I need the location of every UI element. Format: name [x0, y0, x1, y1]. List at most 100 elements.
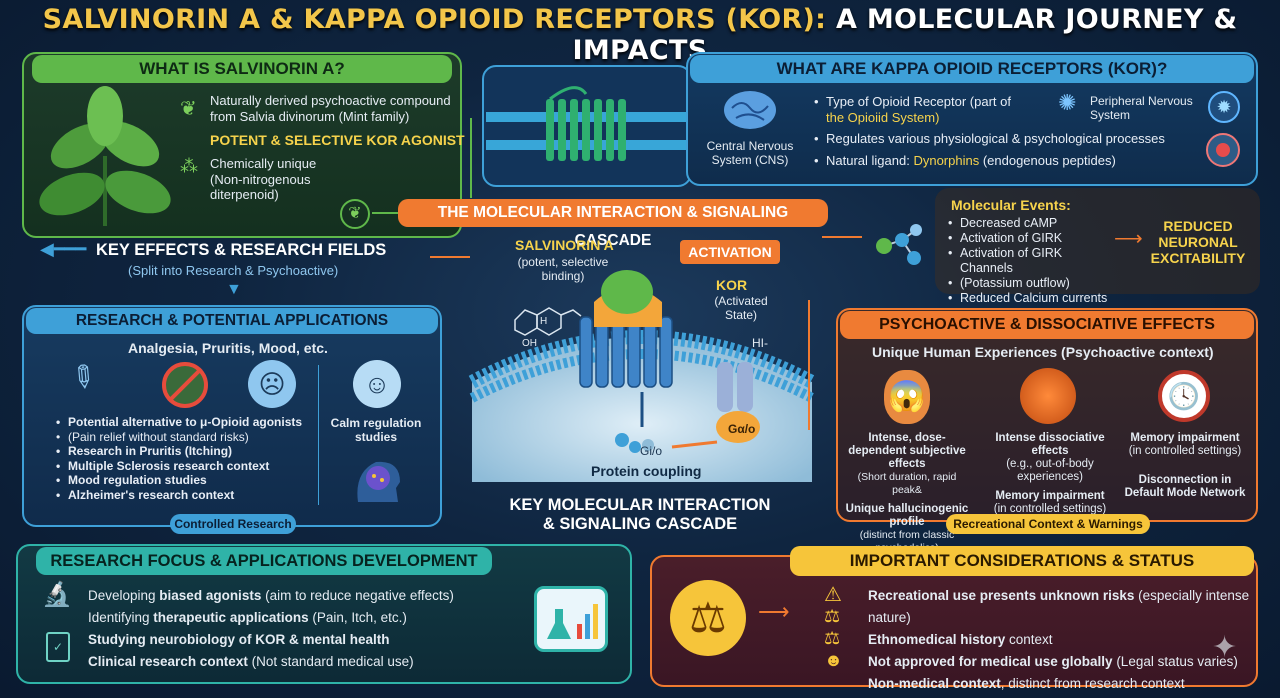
- psychoactive-sub: Unique Human Experiences (Psychoactive c…: [872, 344, 1214, 360]
- connector-orange-1: [822, 236, 862, 238]
- psycho-c1-line1: Intense, dose-dependent subjective effec…: [848, 432, 966, 470]
- research-header: RESEARCH & POTENTIAL APPLICATIONS: [26, 308, 438, 334]
- research-item-5: Alzheimer's research context: [56, 488, 316, 503]
- microscope-icon: 🔬: [42, 581, 72, 608]
- chem-line-3: diterpenoid): [210, 187, 279, 202]
- consider-row-1: Recreational use presents unknown risks …: [868, 588, 1250, 625]
- chemical-description: Chemically unique (Non-nitrogenous diter…: [210, 156, 410, 203]
- connector-line: [372, 212, 398, 214]
- cascade-leaf-icon: ❦: [340, 199, 370, 229]
- cns-label: Central Nervous System (CNS): [706, 139, 794, 167]
- focus-row-3: Studying neurobiology of KOR & mental he…: [88, 632, 390, 647]
- psycho-col2: Intense dissociative effects (e.g., out-…: [986, 432, 1114, 516]
- key-effects-arrow-left: ◀━━━: [40, 239, 87, 259]
- membrane-illustration: [468, 270, 816, 482]
- ion-label: HI-: [752, 336, 768, 350]
- checklist-icon: ✓: [46, 632, 70, 662]
- recreational-warnings-tag: Recreational Context & Warnings: [946, 514, 1150, 534]
- salvinorin-origin: Naturally derived psychoactive compound …: [210, 93, 460, 124]
- event-2: Activation of GIRK: [948, 231, 1118, 246]
- cascade-bottom-label: KEY MOLECULAR INTERACTION & SIGNALING CA…: [500, 496, 780, 534]
- brain-icon: [724, 91, 776, 129]
- psycho-col3: Memory impairment (in controlled setting…: [1122, 432, 1248, 500]
- psychoactive-header: PSYCHOACTIVE & DISSOCIATIVE EFFECTS: [840, 311, 1254, 339]
- pns-label: Peripheral Nervous System: [1090, 94, 1193, 122]
- protein-coupling-label: Protein coupling: [591, 463, 702, 479]
- reduced-excitability-label: REDUCED NEURONAL EXCITABILITY: [1150, 218, 1246, 266]
- neuron-icon: ✺: [1058, 90, 1077, 115]
- calm-face-icon: ☺: [353, 360, 401, 408]
- people-icon: ☻: [824, 650, 843, 670]
- research-sub: Analgesia, Pruritis, Mood, etc.: [128, 340, 328, 356]
- research-item-2: Research in Pruritis (Itching): [56, 444, 316, 459]
- psycho-c2-line2: (e.g., out-of-body experiences): [1006, 458, 1094, 483]
- no-itch-icon: [162, 362, 208, 408]
- psycho-c3-line1: Memory impairment: [1130, 432, 1240, 444]
- origin-line-1: Naturally derived psychoactive compound: [210, 93, 451, 108]
- cell-icon: [1206, 133, 1240, 167]
- page-title: SALVINORIN A & KAPPA OPIOID RECEPTORS (K…: [0, 4, 1280, 66]
- research-item-1b: (Pain relief without standard risks): [56, 430, 316, 445]
- title-highlight: SALVINORIN A & KAPPA OPIOID RECEPTORS (K…: [42, 4, 827, 35]
- kor-fact-2: Regulates various physiological & psycho…: [814, 131, 1234, 147]
- calm-label: Calm regulation studies: [330, 416, 422, 444]
- cascade-bottom-line-2: & SIGNALING CASCADE: [542, 515, 738, 533]
- connector-orange-3: [430, 256, 470, 258]
- lab-chart-icon: [534, 586, 608, 652]
- molecule-icon: ⁂: [180, 156, 198, 176]
- galpha-label: Gα/o: [728, 422, 756, 436]
- psycho-c1-line3: Unique hallucinogenic profile: [845, 503, 969, 528]
- event-3: Activation of GIRK Channels: [948, 246, 1118, 276]
- structure-oh-label: OH: [522, 338, 537, 349]
- cascade-header: THE MOLECULAR INTERACTION & SIGNALING CA…: [398, 199, 828, 249]
- molecule-cluster-icon: [876, 224, 922, 265]
- cascade-bottom-line-1: KEY MOLECULAR INTERACTION: [509, 496, 771, 514]
- research-list: Potential alternative to μ-Opioid agonis…: [56, 415, 316, 502]
- small-scales-icon-2: ⚖: [824, 628, 841, 648]
- research-item-3: Multiple Sclerosis research context: [56, 459, 316, 474]
- gio-label: Gi/o: [640, 444, 663, 458]
- consider-row-2: Ethnomedical history context: [868, 632, 1053, 647]
- salvia-leaf-illustration: [39, 86, 171, 226]
- focus-row-1: Developing biased agonists (aim to reduc…: [88, 588, 454, 603]
- research-item-4: Mood regulation studies: [56, 473, 316, 488]
- origin-line-2: from Salvia divinorum (Mint family): [210, 108, 410, 124]
- molecular-events-list: Decreased cAMP Activation of GIRK Activa…: [948, 216, 1118, 306]
- person-silhouette-icon: [1020, 368, 1076, 424]
- kor-header: WHAT ARE KAPPA OPIOID RECEPTORS (KOR)?: [690, 55, 1254, 83]
- event-5: Reduced Calcium currents: [948, 291, 1118, 306]
- brain-head-icon: [357, 461, 400, 502]
- psycho-c2-line4: (in controlled settings): [993, 503, 1107, 515]
- focus-rows: Developing biased agonists (aim to reduc…: [88, 585, 528, 673]
- considerations-header: IMPORTANT CONSIDERATIONS & STATUS: [790, 546, 1254, 576]
- connector-orange-2: [808, 300, 810, 430]
- chem-line-2: (Non-nitrogenous: [210, 171, 311, 187]
- sparkle-icon: ✦: [1212, 631, 1238, 664]
- key-effects-title: KEY EFFECTS & RESEARCH FIELDS: [96, 241, 387, 259]
- small-scales-icon: ⚖: [824, 606, 841, 626]
- divider: [318, 365, 319, 505]
- focus-row-2: Identifying therapeutic applications (Pa…: [88, 610, 407, 625]
- title-rest: A MOLECULAR JOURNEY & IMPACTS: [572, 4, 1238, 66]
- psycho-c3-line3: Disconnection in Default Mode Network: [1124, 474, 1246, 499]
- psycho-c2-line3: Memory impairment: [995, 490, 1105, 502]
- pns-cell-icon: ✹: [1208, 91, 1240, 123]
- scales-icon: ⚖: [670, 580, 746, 656]
- receptor-membrane-illustration: [486, 86, 686, 161]
- potent-agonist-label: POTENT & SELECTIVE KOR AGONIST: [210, 132, 465, 148]
- chem-line-1: Chemically unique: [210, 156, 317, 171]
- molecular-events-header: Molecular Events:: [951, 197, 1071, 213]
- kor-active-label: KOR: [716, 277, 748, 293]
- salvinorin-binding-label: SALVINORIN A: [515, 237, 614, 253]
- structure-h-label: H: [540, 316, 548, 327]
- consider-row-4: Non-medical context, distinct from resea…: [868, 676, 1185, 691]
- controlled-research-tag: Controlled Research: [170, 514, 296, 534]
- molecular-arrow: ⟶: [1114, 228, 1143, 250]
- kor-active-sub: (Activated State): [714, 294, 768, 322]
- psycho-c1-line2: (Short duration, rapid peak&: [857, 471, 957, 496]
- kor-fact-3: Natural ligand: Dynorphins (endogenous p…: [814, 153, 1234, 169]
- focus-row-4: Clinical research context (Not standard …: [88, 654, 414, 669]
- focus-header: RESEARCH FOCUS & APPLICATIONS DEVELOPMEN…: [36, 547, 492, 575]
- consider-row-3: Not approved for medical use globally (L…: [868, 654, 1238, 669]
- connector-green: [470, 118, 472, 198]
